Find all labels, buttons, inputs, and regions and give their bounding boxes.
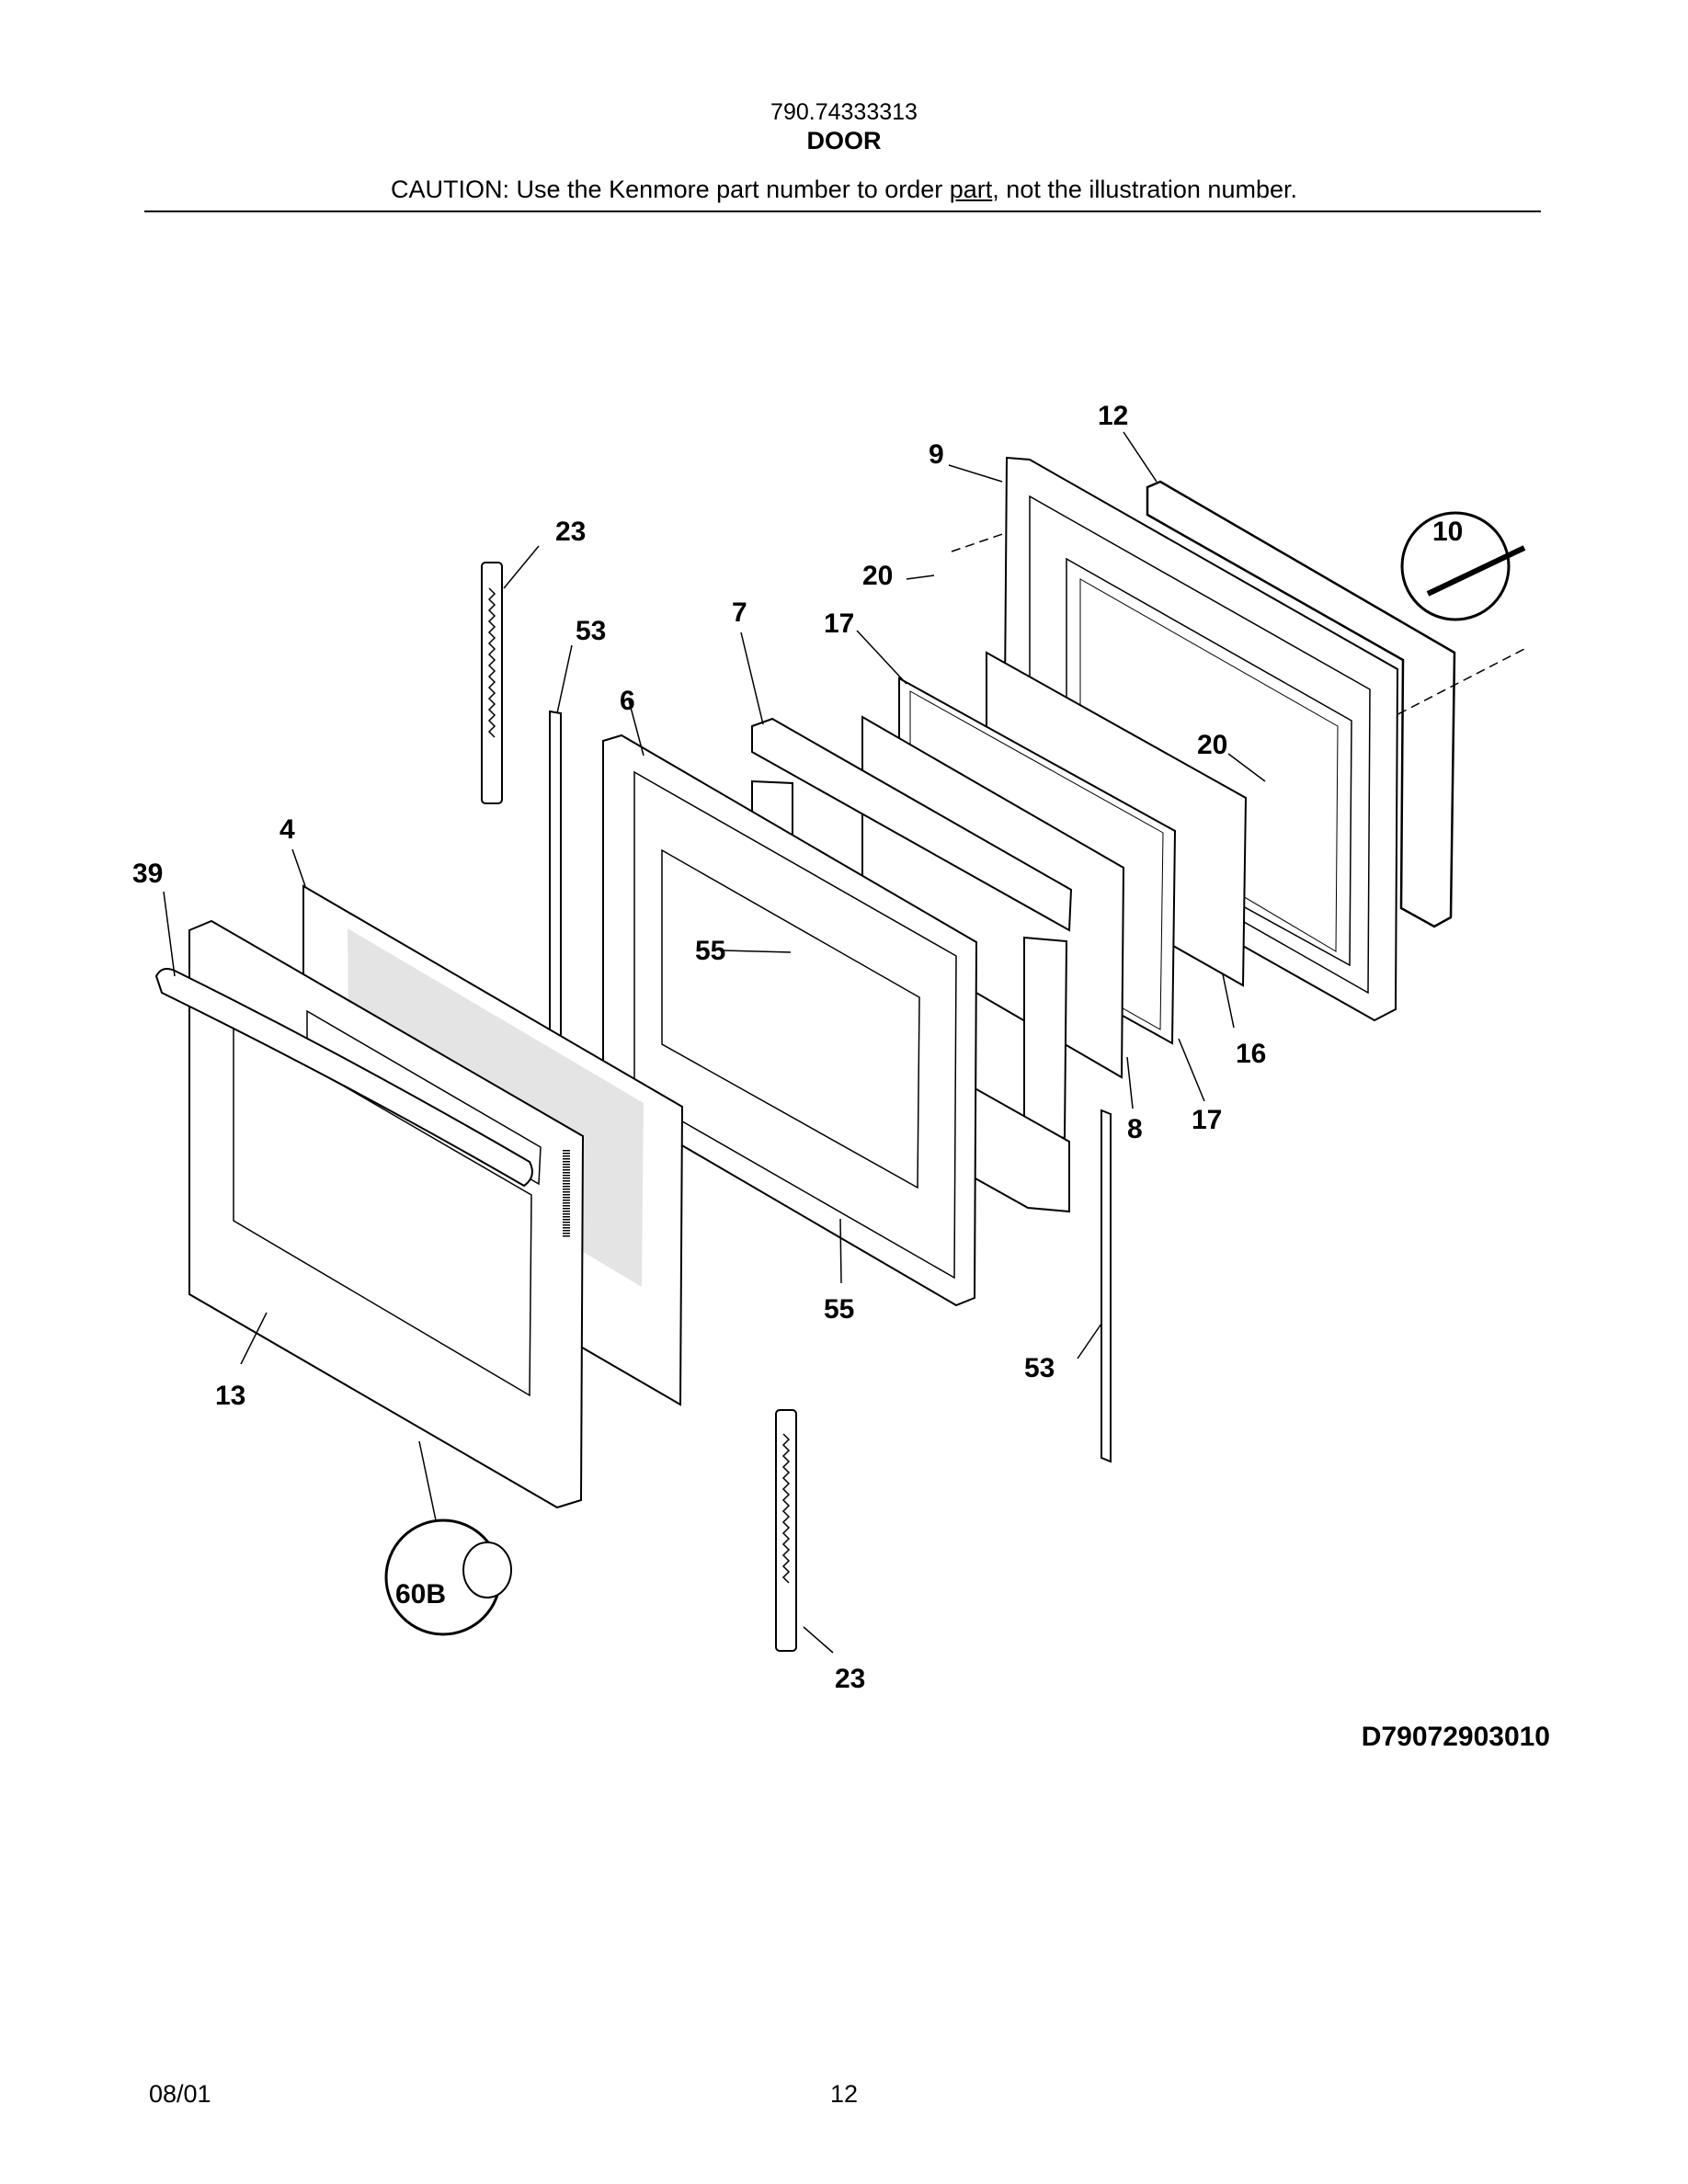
callout-label: 20 [862, 561, 893, 591]
callout-label: 17 [1192, 1105, 1222, 1135]
callout-label: 55 [824, 1294, 854, 1325]
door-gasket [1146, 480, 1456, 928]
callout-label: 6 [620, 686, 635, 716]
callout-label: 7 [732, 597, 747, 628]
callout-label: 9 [929, 439, 944, 470]
callout-label: 16 [1236, 1039, 1266, 1069]
callout-labels: 12 9 23 10 20 53 7 17 6 20 4 39 55 16 8 … [132, 401, 1463, 1694]
callout-label: 53 [576, 616, 606, 646]
hinge-screw-detail [384, 511, 1526, 1636]
caution-link[interactable]: part [949, 176, 993, 203]
callout-label: 23 [555, 517, 586, 547]
model-number: 790.74333313 [770, 99, 918, 125]
door-hinge [481, 562, 797, 1652]
caution-text: CAUTION: Use the Kenmore part number to … [0, 176, 1688, 204]
callout-label: 60B [395, 1579, 446, 1610]
callout-label: 4 [279, 814, 295, 845]
callout-label: 55 [695, 936, 725, 966]
header-divider [144, 210, 1541, 212]
leader-lines [163, 431, 1266, 1654]
callout-label: 10 [1432, 517, 1463, 547]
callout-label: 23 [835, 1664, 865, 1694]
callout-label: 17 [824, 609, 854, 639]
revision-date: 08/01 [149, 2080, 211, 2108]
callout-label: 39 [132, 859, 163, 889]
callout-label: 13 [215, 1381, 245, 1411]
caution-text-end: , not the illustration number. [992, 176, 1297, 203]
page-number: 12 [829, 2080, 859, 2108]
callout-label: 12 [1098, 401, 1128, 431]
callout-label: 53 [1024, 1353, 1055, 1383]
page-title: DOOR [806, 127, 882, 154]
outer-door-skin [188, 919, 585, 1509]
callout-label: 8 [1127, 1114, 1143, 1144]
door-handle [154, 968, 533, 1188]
caution-text-start: CAUTION: Use the Kenmore part number to … [391, 176, 950, 203]
diagram-id: D79072903010 [1361, 1722, 1550, 1752]
callout-label: 20 [1197, 730, 1227, 760]
